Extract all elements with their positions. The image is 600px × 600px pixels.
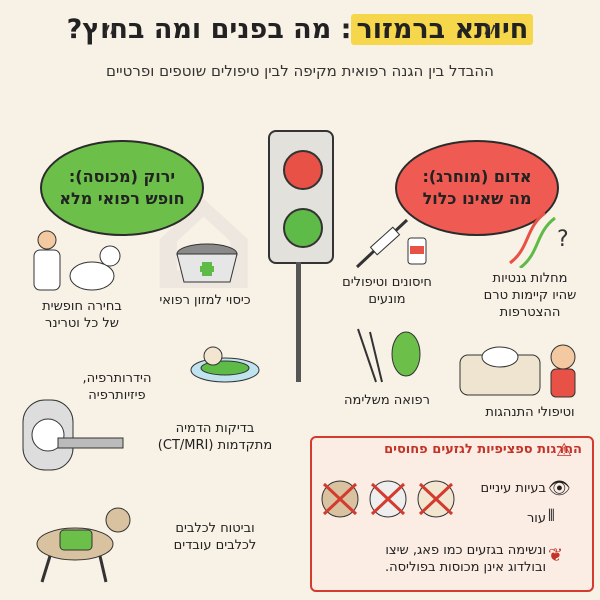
dog-on-couch-icon (459, 344, 576, 398)
traffic-light-pole (296, 262, 301, 382)
red-lamp (283, 150, 323, 190)
green-item-working-dogs: וביטוח לכלבים לכלבים עובדים (173, 521, 257, 553)
red-item-complementary: רפואה משלימה (344, 393, 430, 408)
page-subtitle: ההבדל בין הגנה רפואית מקיפה לבין טיפולים… (106, 62, 494, 80)
traffic-light (268, 130, 334, 264)
green-item-food: כיסוי למזון רפואי (159, 293, 251, 308)
food-bowl-icon (176, 243, 238, 283)
green-bubble: ירוק (מכוסה): חופש רפואי מלא (40, 140, 204, 236)
lungs-icon: ❦ (548, 545, 564, 566)
green-item-vet: בחירה חופשית של כל וטרינר (42, 299, 122, 331)
red-item-genetic: מחלות גנטיות שהיו קיימות טרם ההצטרפות (483, 271, 577, 320)
warning-item-skin: עור (526, 511, 546, 526)
svg-text:?: ? (557, 227, 569, 252)
ct-scanner-icon (22, 399, 124, 471)
red-bubble-line2: מה שאינו כלול (422, 189, 532, 208)
warning-title: החרגות ספציפיות לגזעים פחוסים (384, 442, 582, 457)
title-highlight: חיותא ברמזור (351, 14, 534, 45)
green-item-imaging: בדיקות הדמיה מתקדמות (CT/MRI) (157, 421, 273, 453)
green-bubble-line2: חופש רפואי מלא (59, 189, 185, 208)
herbs-icon (357, 328, 421, 383)
warning-item-eyes: בעיות עיניים (480, 481, 546, 496)
green-lamp (283, 208, 323, 248)
working-dog-icon (36, 507, 131, 583)
warning-triangle-icon: ⚠ (556, 440, 573, 461)
red-bubble: אדום (מוחרג): מה שאינו כלול (395, 140, 559, 236)
green-bubble-line1: ירוק (מכוסה): (68, 167, 176, 186)
green-item-hydro: הידרותרפיה, פיזיותרפיה (82, 371, 152, 403)
flat-faced-breeds-icon (321, 480, 455, 518)
red-bubble-line1: אדום (מוחרג): (422, 167, 532, 186)
dna-icon: ? (509, 211, 569, 268)
page-title: חיותא ברמזור: מה בפנים ומה בחוץ? (0, 14, 600, 45)
eye-icon: 👁 (548, 478, 571, 499)
syringe-icon (355, 218, 427, 269)
red-item-vaccines: חיסונים וטיפולים מונעים (342, 275, 432, 307)
sparkle-icon: 〃 (480, 18, 500, 42)
title-rest: : מה בפנים ומה בחוץ? (66, 14, 352, 45)
warning-item-breathing: ונשימה בגזעים כמו פאג, שיצו ובולדוג אינן… (384, 543, 546, 575)
dog-swimming-icon (190, 346, 260, 383)
red-item-behavior: וטיפולי התנהגות (485, 405, 575, 420)
sparkle-icon: 〃 (100, 18, 120, 42)
vet-with-dog-icon (33, 230, 121, 291)
skin-icon: ⫴ (548, 506, 555, 525)
